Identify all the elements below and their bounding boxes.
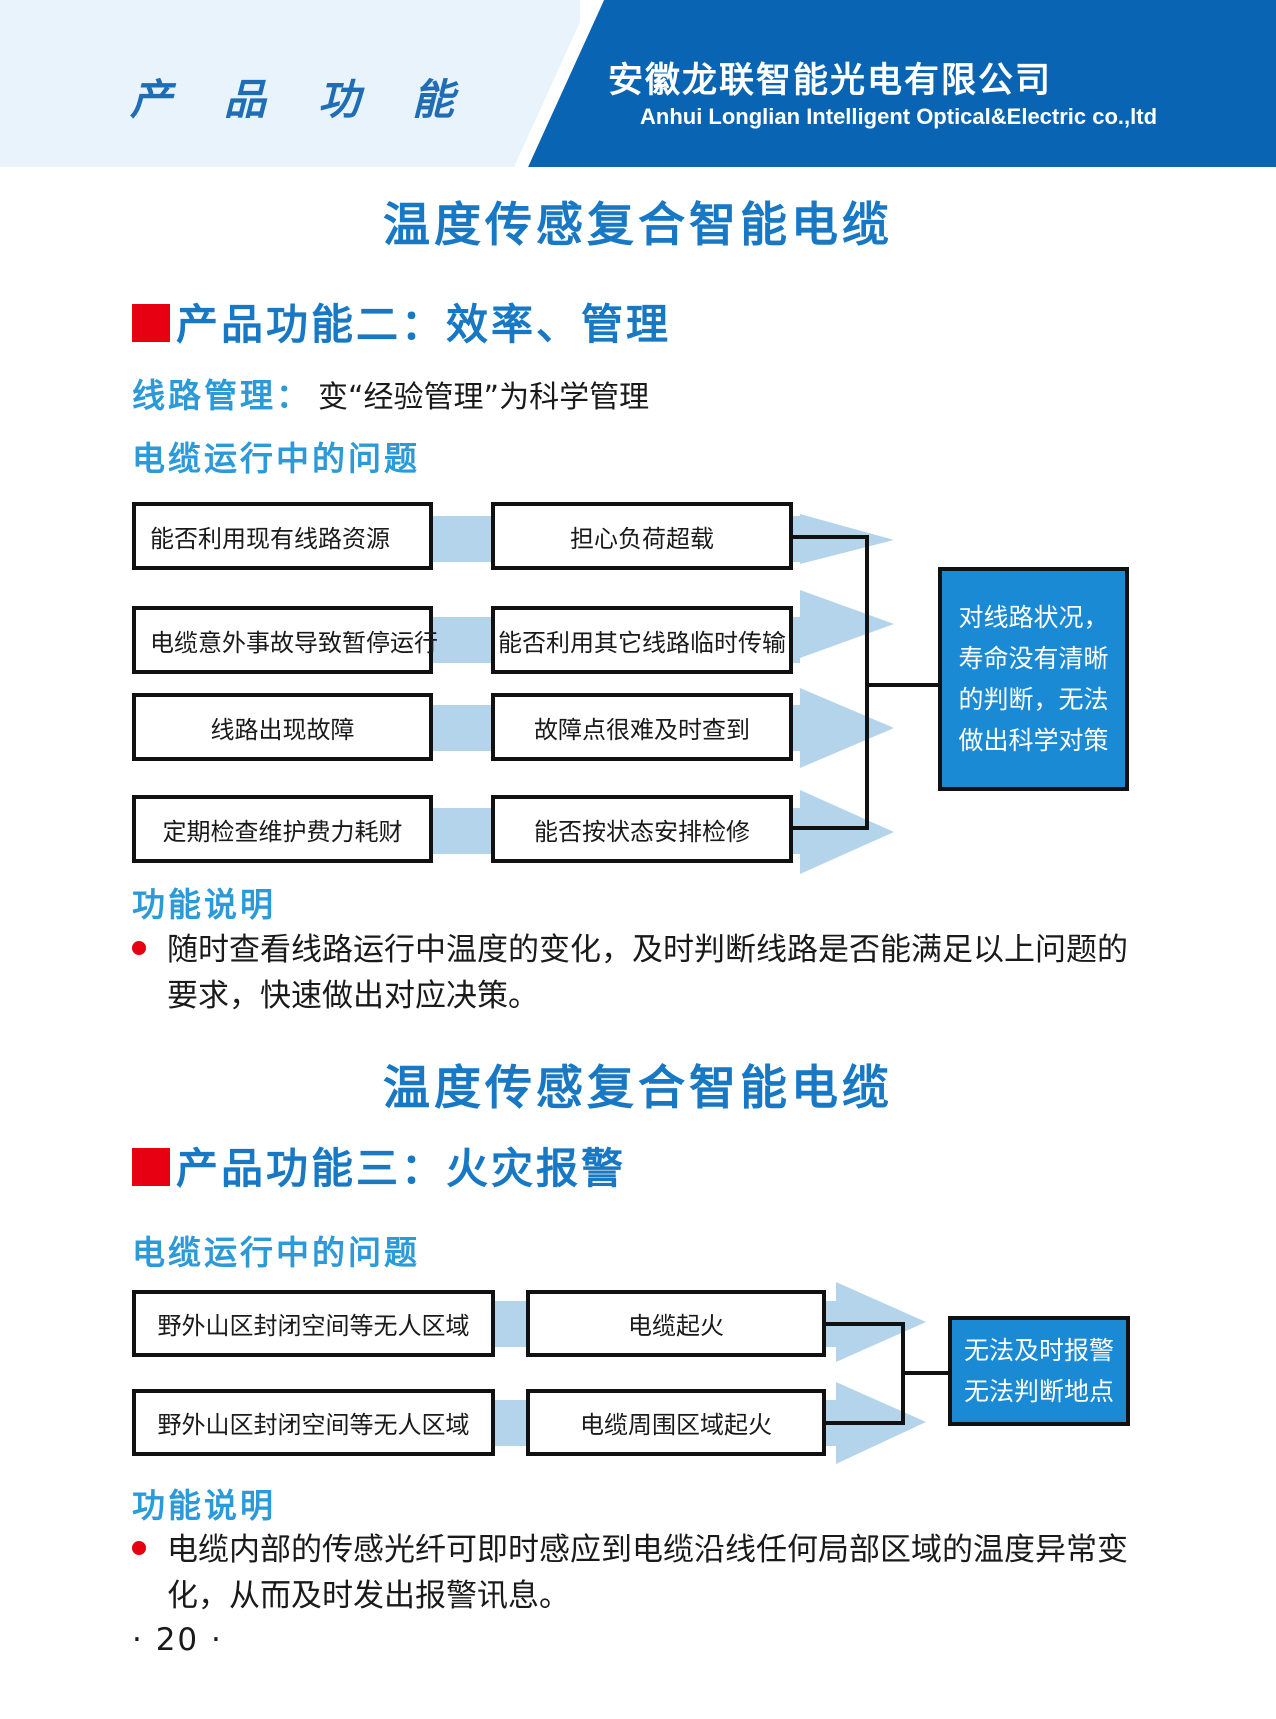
section3-title: 温度传感复合智能电缆 [383, 1061, 893, 1116]
header-light-band [0, 0, 580, 167]
concern-box: 能否利用其它线路临时传输 [491, 606, 793, 674]
line-management-label: 线路管理： [132, 376, 312, 415]
flow-arrows [800, 514, 894, 874]
page-number: · 20 · [132, 1622, 223, 1658]
connector-line [865, 683, 938, 687]
concern-box: 担心负荷超载 [491, 502, 793, 570]
bullet-dot [132, 941, 146, 955]
problem-box: 线路出现故障 [132, 693, 433, 761]
connector-line [865, 535, 869, 830]
function-bullet: 随时查看线路运行中温度的变化，及时判断线路是否能满足以上问题的要求，快速做出对应… [132, 927, 1132, 1019]
concern-box: 电缆起火 [526, 1290, 826, 1357]
function-desc-label: 功能说明 [132, 1486, 276, 1525]
section3-heading: 产品功能三：火灾报警 [132, 1135, 626, 1196]
line-management: 线路管理：变“经验管理”为科学管理 [132, 369, 649, 417]
connector-line [793, 535, 869, 539]
concern-box: 能否按状态安排检修 [491, 795, 793, 863]
company-name-en: Anhui Longlian Intelligent Optical&Elect… [640, 104, 1158, 129]
problem-box: 野外山区封闭空间等无人区域 [132, 1290, 495, 1357]
function-bullet: 电缆内部的传感光纤可即时感应到电缆沿线任何局部区域的温度异常变化，从而及时发出报… [132, 1527, 1132, 1619]
concern-box: 故障点很难及时查到 [491, 693, 793, 761]
red-square-marker [132, 1148, 170, 1186]
problem-box: 定期检查维护费力耗财 [132, 795, 433, 863]
result-box: 无法及时报警 无法判断地点 [948, 1316, 1130, 1426]
red-square-marker [132, 304, 170, 342]
header-blue-band [514, 0, 1276, 167]
section2-heading: 产品功能二：效率、管理 [132, 291, 671, 352]
problem-box: 能否利用现有线路资源 [132, 502, 433, 570]
section2-title: 温度传感复合智能电缆 [383, 198, 893, 253]
bullet-dot [132, 1541, 146, 1555]
company-name-cn: 安徽龙联智能光电有限公司 [608, 60, 1053, 101]
problem-box: 野外山区封闭空间等无人区域 [132, 1389, 495, 1456]
problems-label: 电缆运行中的问题 [132, 1233, 420, 1272]
concern-box: 电缆周围区域起火 [526, 1389, 826, 1456]
connector-line [826, 1421, 905, 1425]
connector-line [793, 826, 869, 830]
result-box: 对线路状况， 寿命没有清晰 的判断，无法 做出科学对策 [938, 567, 1129, 791]
line-management-desc: 变“经验管理”为科学管理 [318, 380, 650, 415]
problem-box: 电缆意外事故导致暂停运行 [132, 606, 438, 674]
connector-line [901, 1371, 948, 1375]
problems-label: 电缆运行中的问题 [132, 439, 420, 478]
function-desc-label: 功能说明 [132, 885, 276, 924]
section-label: 产品功能 [130, 75, 507, 124]
connector-line [826, 1322, 905, 1326]
